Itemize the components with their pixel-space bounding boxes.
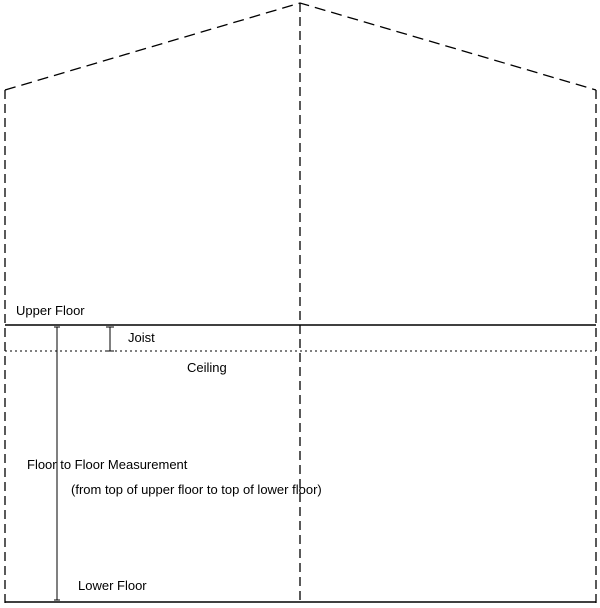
upper-floor-label: Upper Floor bbox=[16, 303, 85, 318]
ceiling-label: Ceiling bbox=[187, 360, 227, 375]
floor-to-floor-dimension-line bbox=[54, 326, 60, 601]
joist-dimension-marker bbox=[106, 326, 114, 352]
lower-floor-label: Lower Floor bbox=[78, 578, 147, 593]
floor-to-floor-note: (from top of upper floor to top of lower… bbox=[71, 482, 322, 497]
floor-to-floor-label: Floor to Floor Measurement bbox=[27, 457, 188, 472]
joist-label: Joist bbox=[128, 330, 155, 345]
